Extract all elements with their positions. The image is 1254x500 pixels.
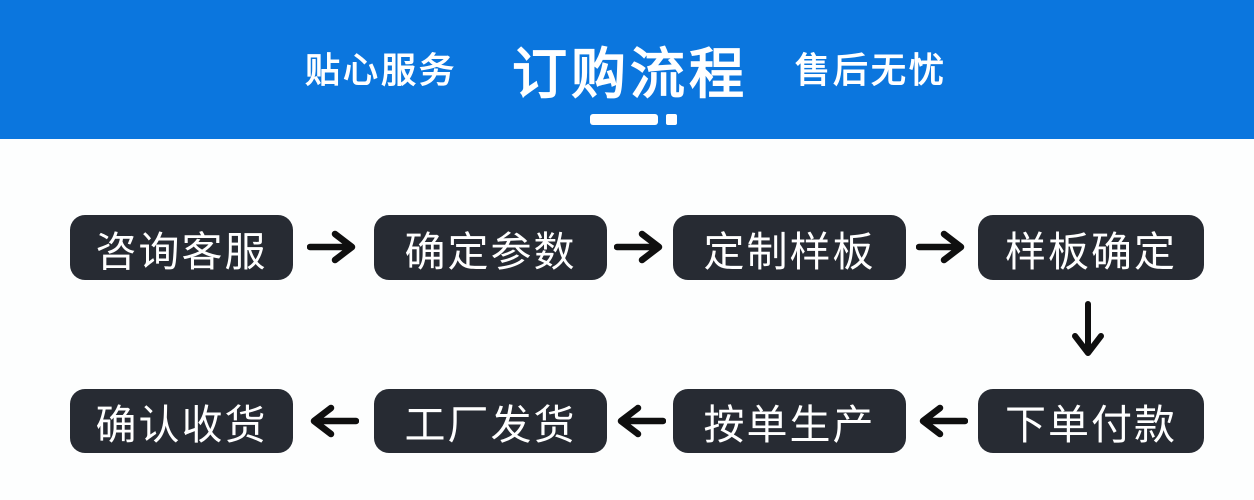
- step-box-confirm-receipt: 确认收货: [70, 389, 293, 453]
- step-box-place-order-pay: 下单付款: [978, 389, 1204, 453]
- page-title: 订购流程: [511, 43, 749, 105]
- arrow-right-icon: [614, 229, 666, 265]
- banner: 贴心服务 订购流程 售后无忧: [0, 0, 1254, 139]
- banner-right-label: 售后无忧: [795, 51, 948, 91]
- step-box-sample-confirmed: 样板确定: [978, 215, 1204, 280]
- step-box-confirm-parameters: 确定参数: [374, 215, 607, 280]
- step-box-consult-service: 咨询客服: [70, 215, 293, 280]
- title-underline-dot: [666, 114, 677, 125]
- arrow-left-icon: [614, 403, 666, 439]
- step-box-factory-ship: 工厂发货: [374, 389, 607, 453]
- title-underline-bar: [590, 114, 658, 125]
- banner-left-label: 贴心服务: [305, 51, 458, 91]
- arrow-right-icon: [307, 229, 359, 265]
- arrow-right-icon: [916, 229, 968, 265]
- arrow-down-icon: [1068, 301, 1108, 359]
- arrow-left-icon: [916, 403, 968, 439]
- step-box-produce-per-order: 按单生产: [673, 389, 906, 453]
- arrow-left-icon: [307, 403, 359, 439]
- step-box-custom-sample: 定制样板: [673, 215, 906, 280]
